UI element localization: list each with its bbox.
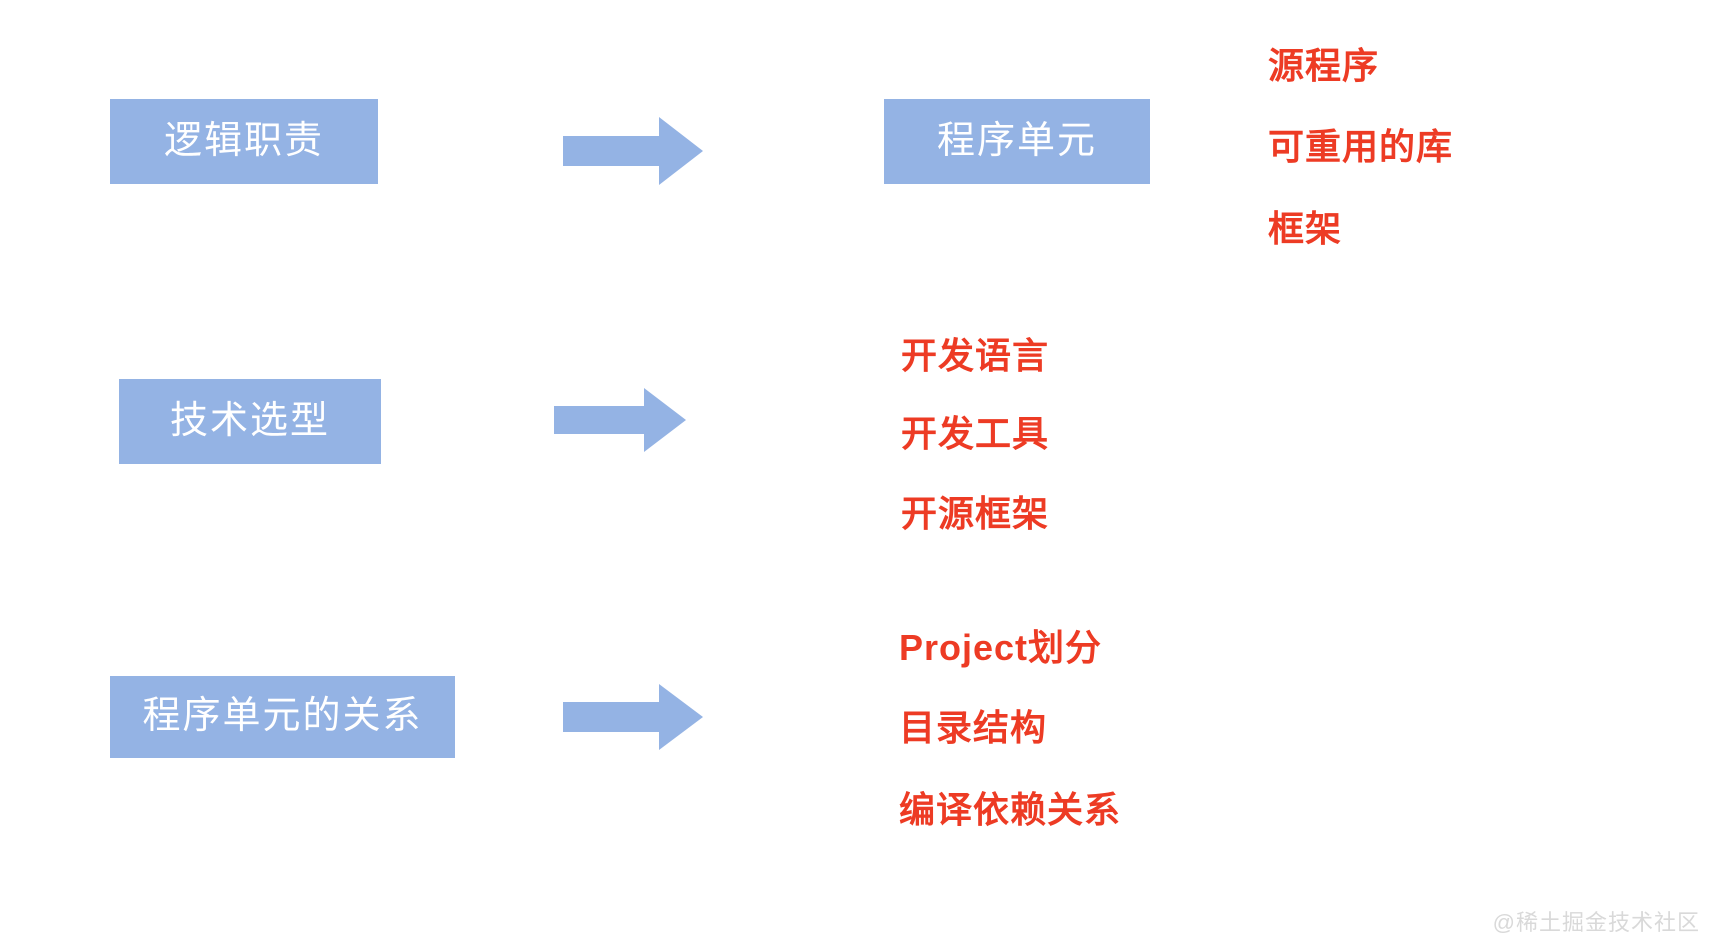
box-label: 技术选型	[169, 399, 330, 442]
box-label: 逻辑职责	[163, 119, 324, 162]
output-framework: 框架	[1268, 208, 1343, 249]
box-label: 程序单元	[936, 119, 1097, 162]
output-open-source-framework: 开源框架	[901, 493, 1050, 534]
output-project-partition: Project划分	[899, 627, 1103, 668]
box-logic-responsibility[interactable]: 逻辑职责	[110, 99, 378, 184]
watermark: @稀土掘金技术社区	[1492, 910, 1700, 935]
box-program-unit-relations[interactable]: 程序单元的关系	[110, 676, 455, 758]
arrow-right-3	[563, 684, 703, 750]
output-reusable-library: 可重用的库	[1268, 126, 1454, 167]
arrow-right-2	[554, 388, 686, 452]
box-technology-selection[interactable]: 技术选型	[119, 379, 381, 464]
output-compile-dependency: 编译依赖关系	[899, 789, 1122, 830]
box-program-unit[interactable]: 程序单元	[884, 99, 1150, 184]
output-development-tools: 开发工具	[901, 413, 1050, 454]
output-directory-structure: 目录结构	[899, 707, 1048, 748]
box-label: 程序单元的关系	[142, 695, 423, 737]
arrow-right-1	[563, 117, 703, 185]
output-development-language: 开发语言	[901, 335, 1050, 376]
output-source-program: 源程序	[1268, 45, 1380, 86]
